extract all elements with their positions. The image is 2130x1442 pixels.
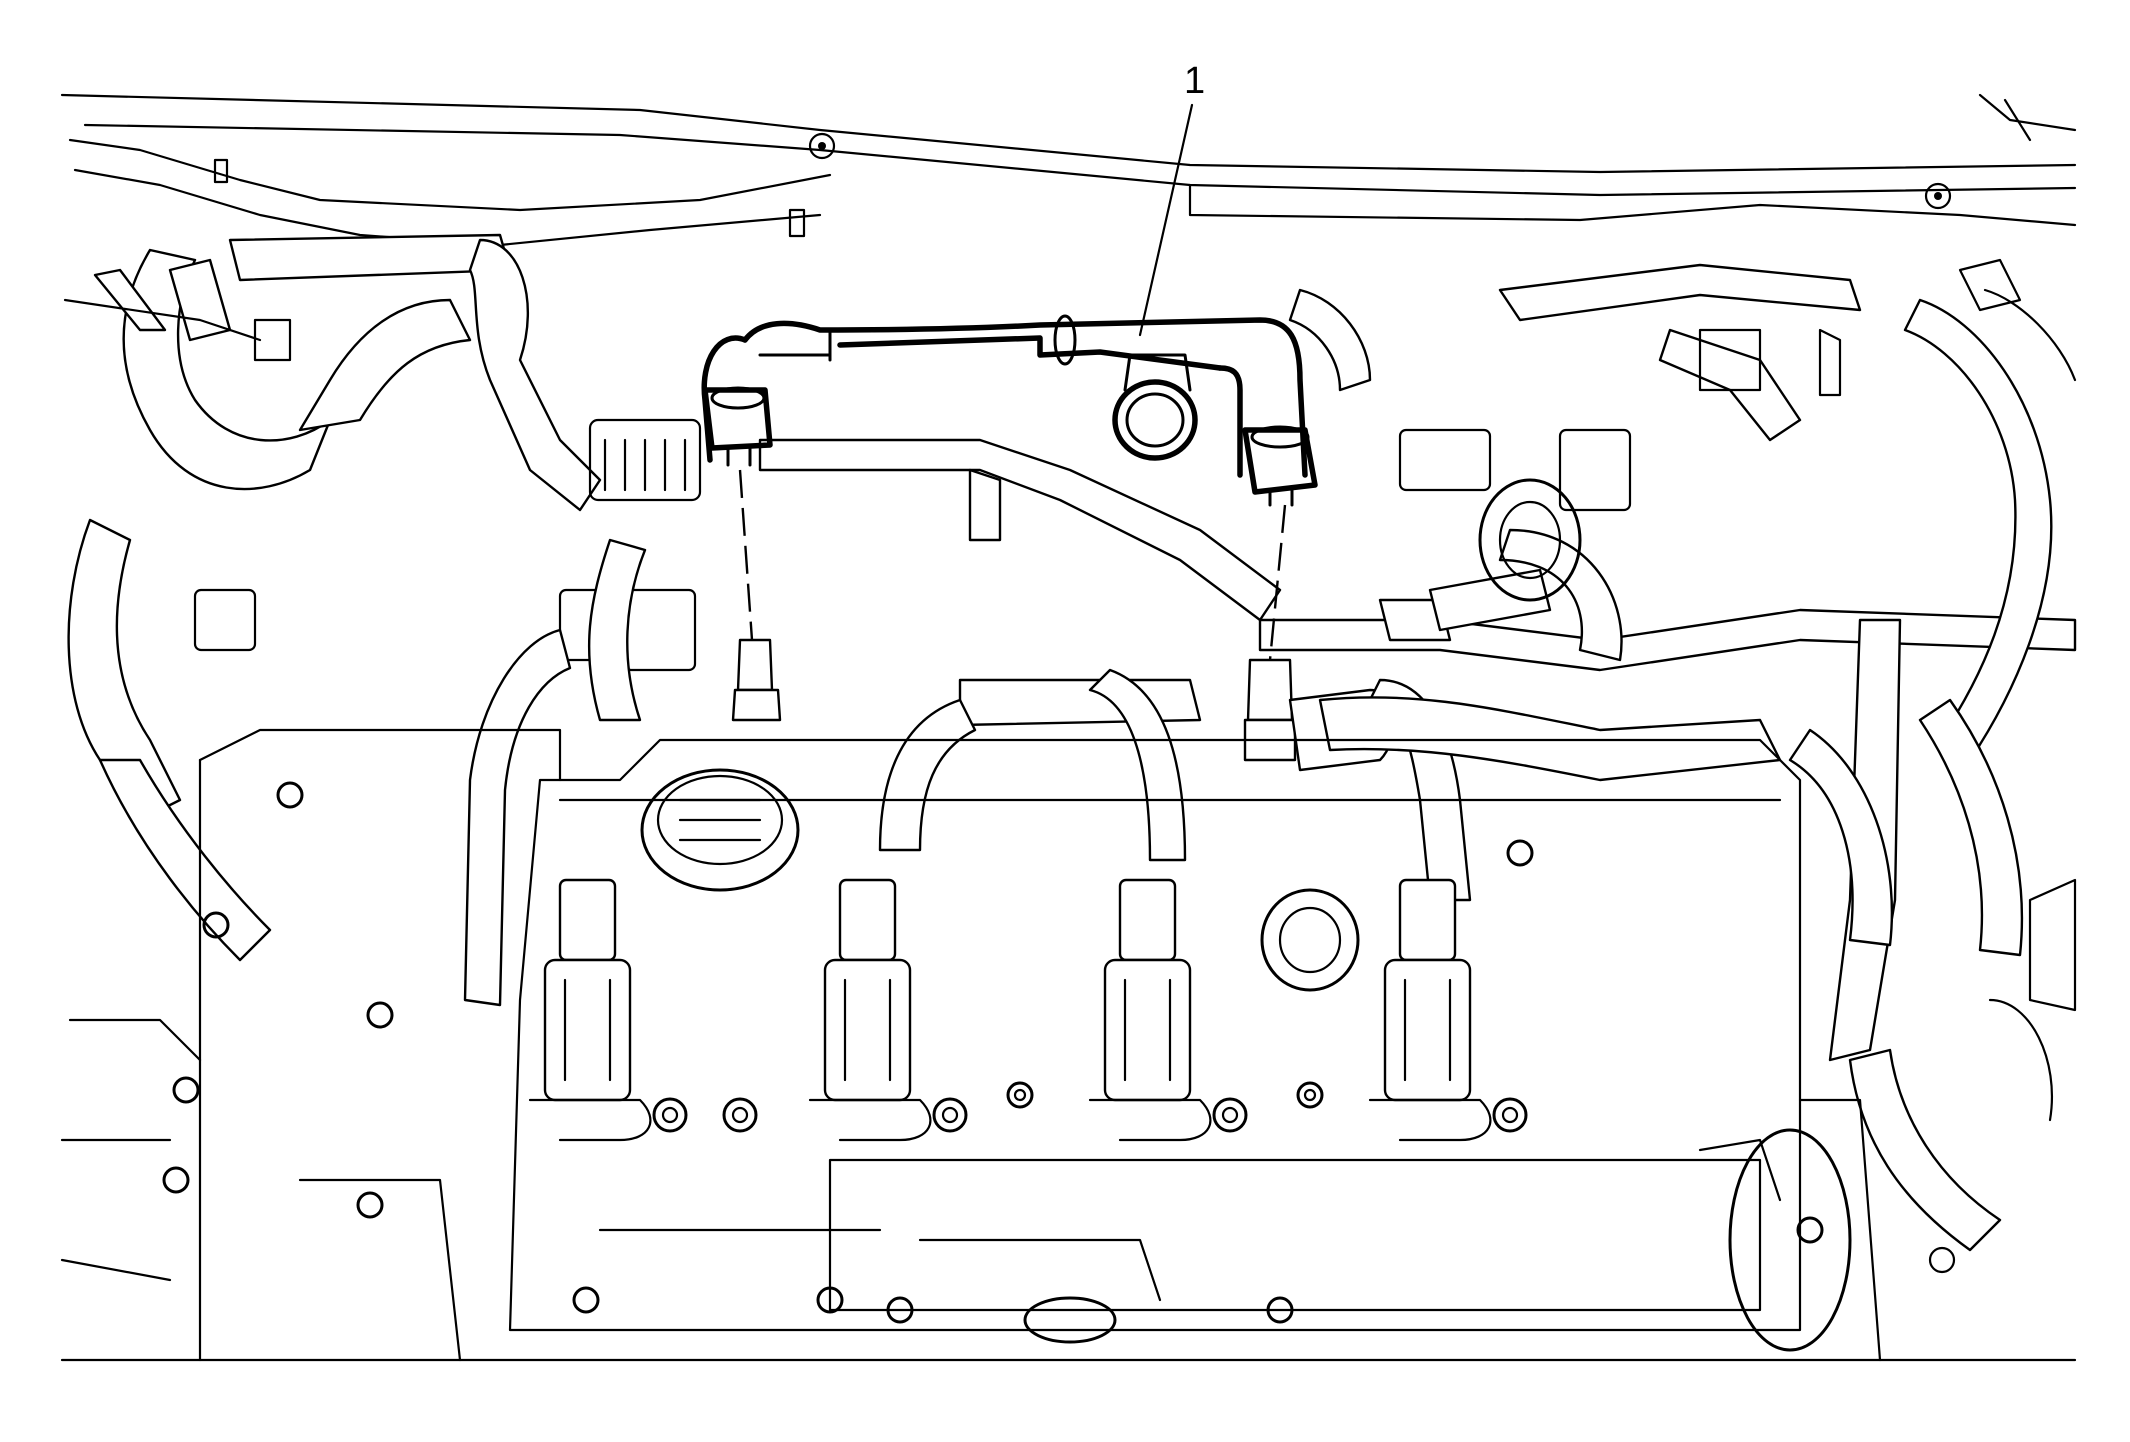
ignition-coil-1: [528, 878, 652, 1142]
breather-hose-assembly: [701, 314, 1318, 507]
cowl-panel: [60, 93, 2077, 247]
callout-1-label: 1: [1184, 60, 1206, 102]
cowl-fasteners: [213, 132, 1956, 1274]
callout-1-leader: [1138, 103, 1194, 337]
throttle-body: [1398, 428, 1632, 602]
cylinder-head-left: [60, 728, 562, 1362]
left-hoses: [63, 233, 602, 962]
ignition-coil-3: [1088, 878, 1212, 1142]
lower-right-structure: [1698, 878, 2077, 1362]
right-hoses: [1698, 258, 2077, 1252]
cam-sensor-area: [1260, 888, 1360, 992]
oil-fill-cap: [640, 768, 800, 892]
install-dashed-lines: [738, 469, 1287, 661]
coil-bolts: [652, 1081, 1528, 1133]
middle-hoses: [463, 528, 1782, 1007]
ignition-coil-2: [808, 878, 932, 1142]
upper-cross-hoses: [758, 263, 2077, 672]
valve-cover: [508, 738, 1802, 1344]
ignition-coil-4: [1368, 878, 1492, 1142]
valve-cover-bolts: [162, 781, 1824, 1324]
ignition-coils: [528, 878, 1492, 1142]
